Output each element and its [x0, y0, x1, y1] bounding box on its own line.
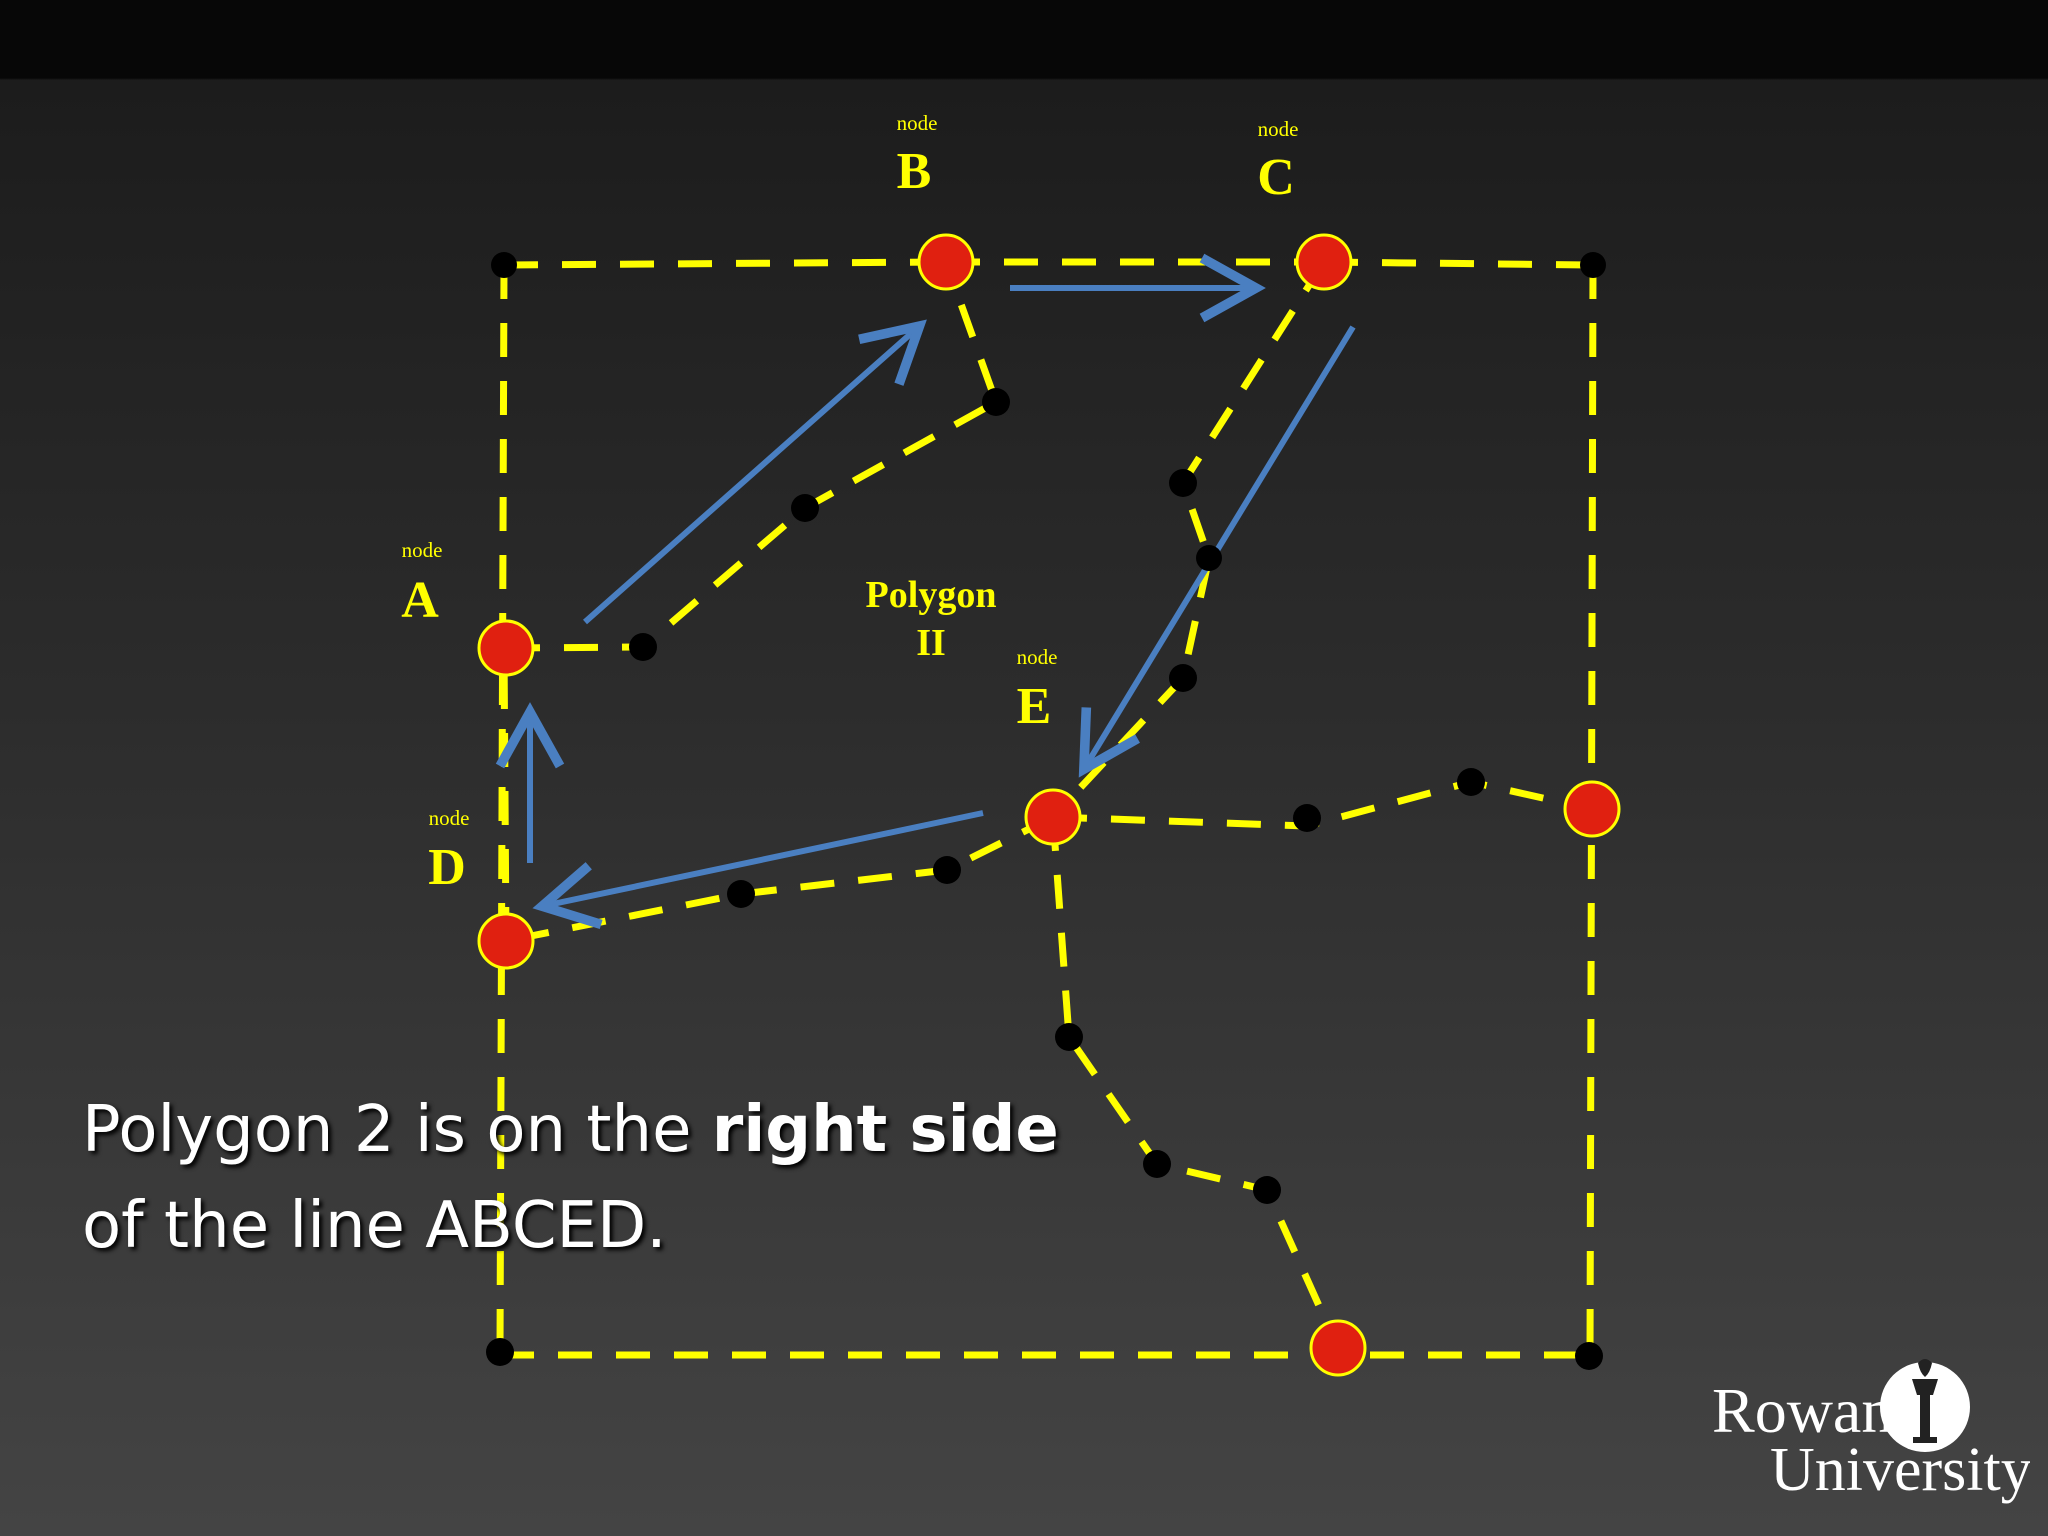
node-e	[1024, 788, 1082, 846]
vertex	[933, 856, 961, 884]
node-d-letter: D	[428, 839, 466, 896]
logo-line1: Rowan	[1712, 1375, 1893, 1446]
vertex	[791, 494, 819, 522]
vertex	[1293, 804, 1321, 832]
arrow-e-to-d	[532, 810, 984, 930]
torch-icon	[1880, 1359, 1970, 1452]
vertex	[491, 252, 517, 278]
arc-c-e	[1050, 260, 1327, 820]
arc-d-a	[500, 647, 510, 942]
arc-e-d	[505, 813, 1055, 945]
boundary-top-right	[1323, 258, 1594, 269]
node-c-letter: C	[1257, 149, 1295, 206]
vertex	[1169, 664, 1197, 692]
vertex	[1196, 545, 1222, 571]
caption-part1: Polygon 2 is on the	[82, 1093, 712, 1167]
vertex	[1169, 469, 1197, 497]
node-b-letter: B	[897, 143, 932, 200]
node-a-letter: A	[401, 572, 439, 629]
node-b-small-label: node	[897, 111, 938, 135]
arc-e-bottom	[1049, 816, 1342, 1350]
caption-bold: right side	[711, 1093, 1059, 1167]
node-right	[1563, 780, 1621, 838]
boundary-top	[503, 258, 947, 269]
vertex	[1253, 1176, 1281, 1204]
polygon-label-line2: II	[916, 622, 946, 664]
node-e-letter: E	[1017, 678, 1052, 735]
polygon-label-line1: Polygon	[866, 574, 997, 616]
node-e-small-label: node	[1017, 645, 1058, 669]
direction-arrows	[495, 253, 1356, 930]
vertex	[1457, 768, 1485, 796]
node-a-small-label: node	[402, 538, 443, 562]
vertex	[1055, 1023, 1083, 1051]
node-bottom	[1309, 1319, 1367, 1377]
node-d-small-label: node	[429, 806, 470, 830]
arrow-c-to-e	[1078, 325, 1356, 778]
node-a	[477, 619, 535, 677]
node-d	[477, 912, 535, 970]
vertex	[486, 1338, 514, 1366]
vertex	[1143, 1150, 1171, 1178]
caption-text: Polygon 2 is on the right side of the li…	[82, 1082, 1082, 1274]
vertices	[486, 252, 1606, 1370]
logo-line2: University	[1770, 1436, 2030, 1504]
vertex	[1580, 252, 1606, 278]
arrow-a-to-b	[583, 319, 927, 625]
vertex	[1575, 1342, 1603, 1370]
arc-e-right	[1052, 778, 1593, 830]
rowan-university-logo: Rowan University	[1712, 1359, 2030, 1504]
node-c-small-label: node	[1258, 117, 1299, 141]
node-c	[1295, 233, 1353, 291]
vertex	[982, 388, 1010, 416]
vertex	[727, 880, 755, 908]
caption-part2: of the line ABCED.	[82, 1189, 667, 1263]
node-b	[917, 233, 975, 291]
vertex	[629, 633, 657, 661]
nodes	[477, 233, 1621, 1377]
